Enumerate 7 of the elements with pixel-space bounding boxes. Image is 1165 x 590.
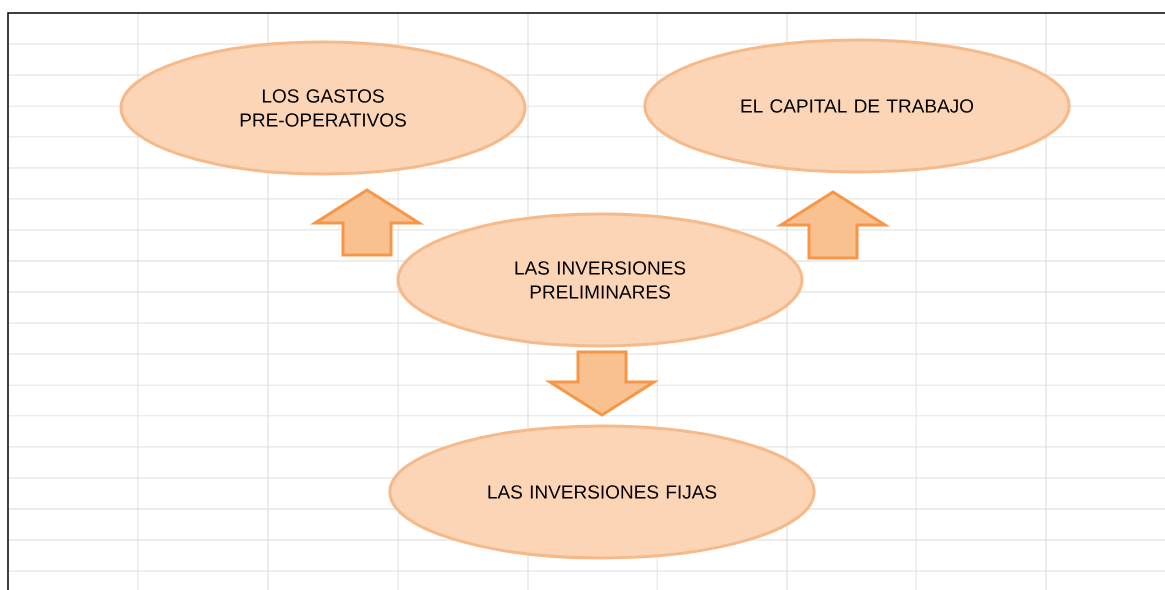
ellipse-node: LAS INVERSIONES FIJAS — [388, 424, 816, 560]
block-arrow — [544, 350, 660, 417]
ellipse-node: LOS GASTOS PRE-OPERATIVOS — [119, 40, 527, 176]
block-arrow — [309, 188, 425, 257]
ellipse-node: LAS INVERSIONES PRELIMINARES — [396, 212, 804, 348]
ellipse-node: EL CAPITAL DE TRABAJO — [643, 38, 1071, 174]
block-arrow — [775, 190, 891, 260]
